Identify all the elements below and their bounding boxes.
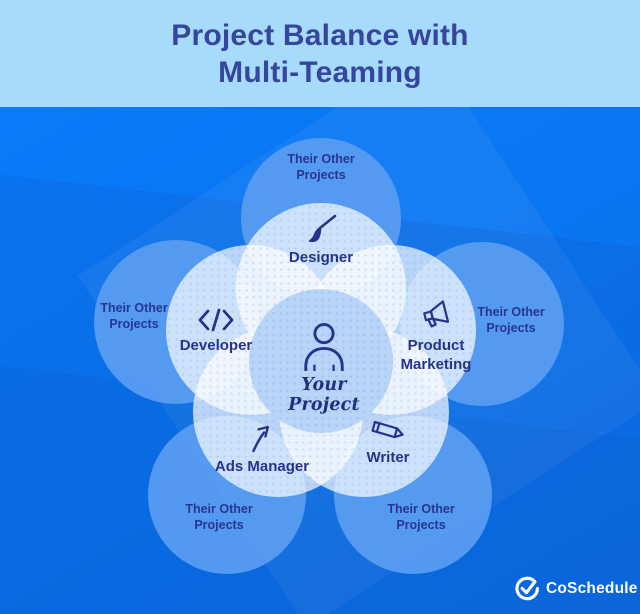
role-label-developer: Developer xyxy=(179,337,253,354)
role-ads-manager: Ads Manager xyxy=(197,422,327,476)
cursor-arrow-icon xyxy=(248,422,276,454)
role-label-ads-manager: Ads Manager xyxy=(214,458,310,475)
brand-logo: CoSchedule xyxy=(514,576,638,602)
role-label-product-marketing: Product Marketing xyxy=(400,337,472,373)
satellite-label-product-marketing: Their Other Projects xyxy=(477,305,545,335)
your-project: Your Project xyxy=(264,323,384,415)
your-project-circle xyxy=(249,289,393,433)
page-title-line2: Multi-Teaming xyxy=(218,55,422,89)
satellite-label-ads-manager: Their Other Projects xyxy=(185,502,253,532)
role-label-designer: Designer xyxy=(288,249,354,266)
your-project-label: Your Project xyxy=(288,375,360,415)
satellite-label-designer: Their Other Projects xyxy=(287,152,355,182)
paintbrush-icon xyxy=(304,213,338,245)
page-title-line1: Project Balance with xyxy=(171,18,469,52)
role-writer: Writer xyxy=(328,417,448,467)
satellite-label-writer: Their Other Projects xyxy=(387,502,455,532)
megaphone-icon xyxy=(418,297,454,333)
person-icon xyxy=(299,323,349,371)
satellite-label-developer: Their Other Projects xyxy=(100,301,168,331)
role-developer: Developer xyxy=(156,307,276,355)
code-icon xyxy=(196,307,236,333)
pencil-icon xyxy=(369,417,407,445)
coschedule-logo-icon xyxy=(514,576,540,602)
role-product-marketing: Product Marketing xyxy=(386,297,486,374)
brand-name: CoSchedule xyxy=(546,580,638,597)
role-designer: Designer xyxy=(261,213,381,267)
header-band: Project Balance with Multi-Teaming xyxy=(0,0,640,107)
diagram-area: Their Other Projects Their Other Project… xyxy=(0,107,640,614)
role-label-writer: Writer xyxy=(366,449,410,466)
page-title: Project Balance with Multi-Teaming xyxy=(171,17,468,91)
